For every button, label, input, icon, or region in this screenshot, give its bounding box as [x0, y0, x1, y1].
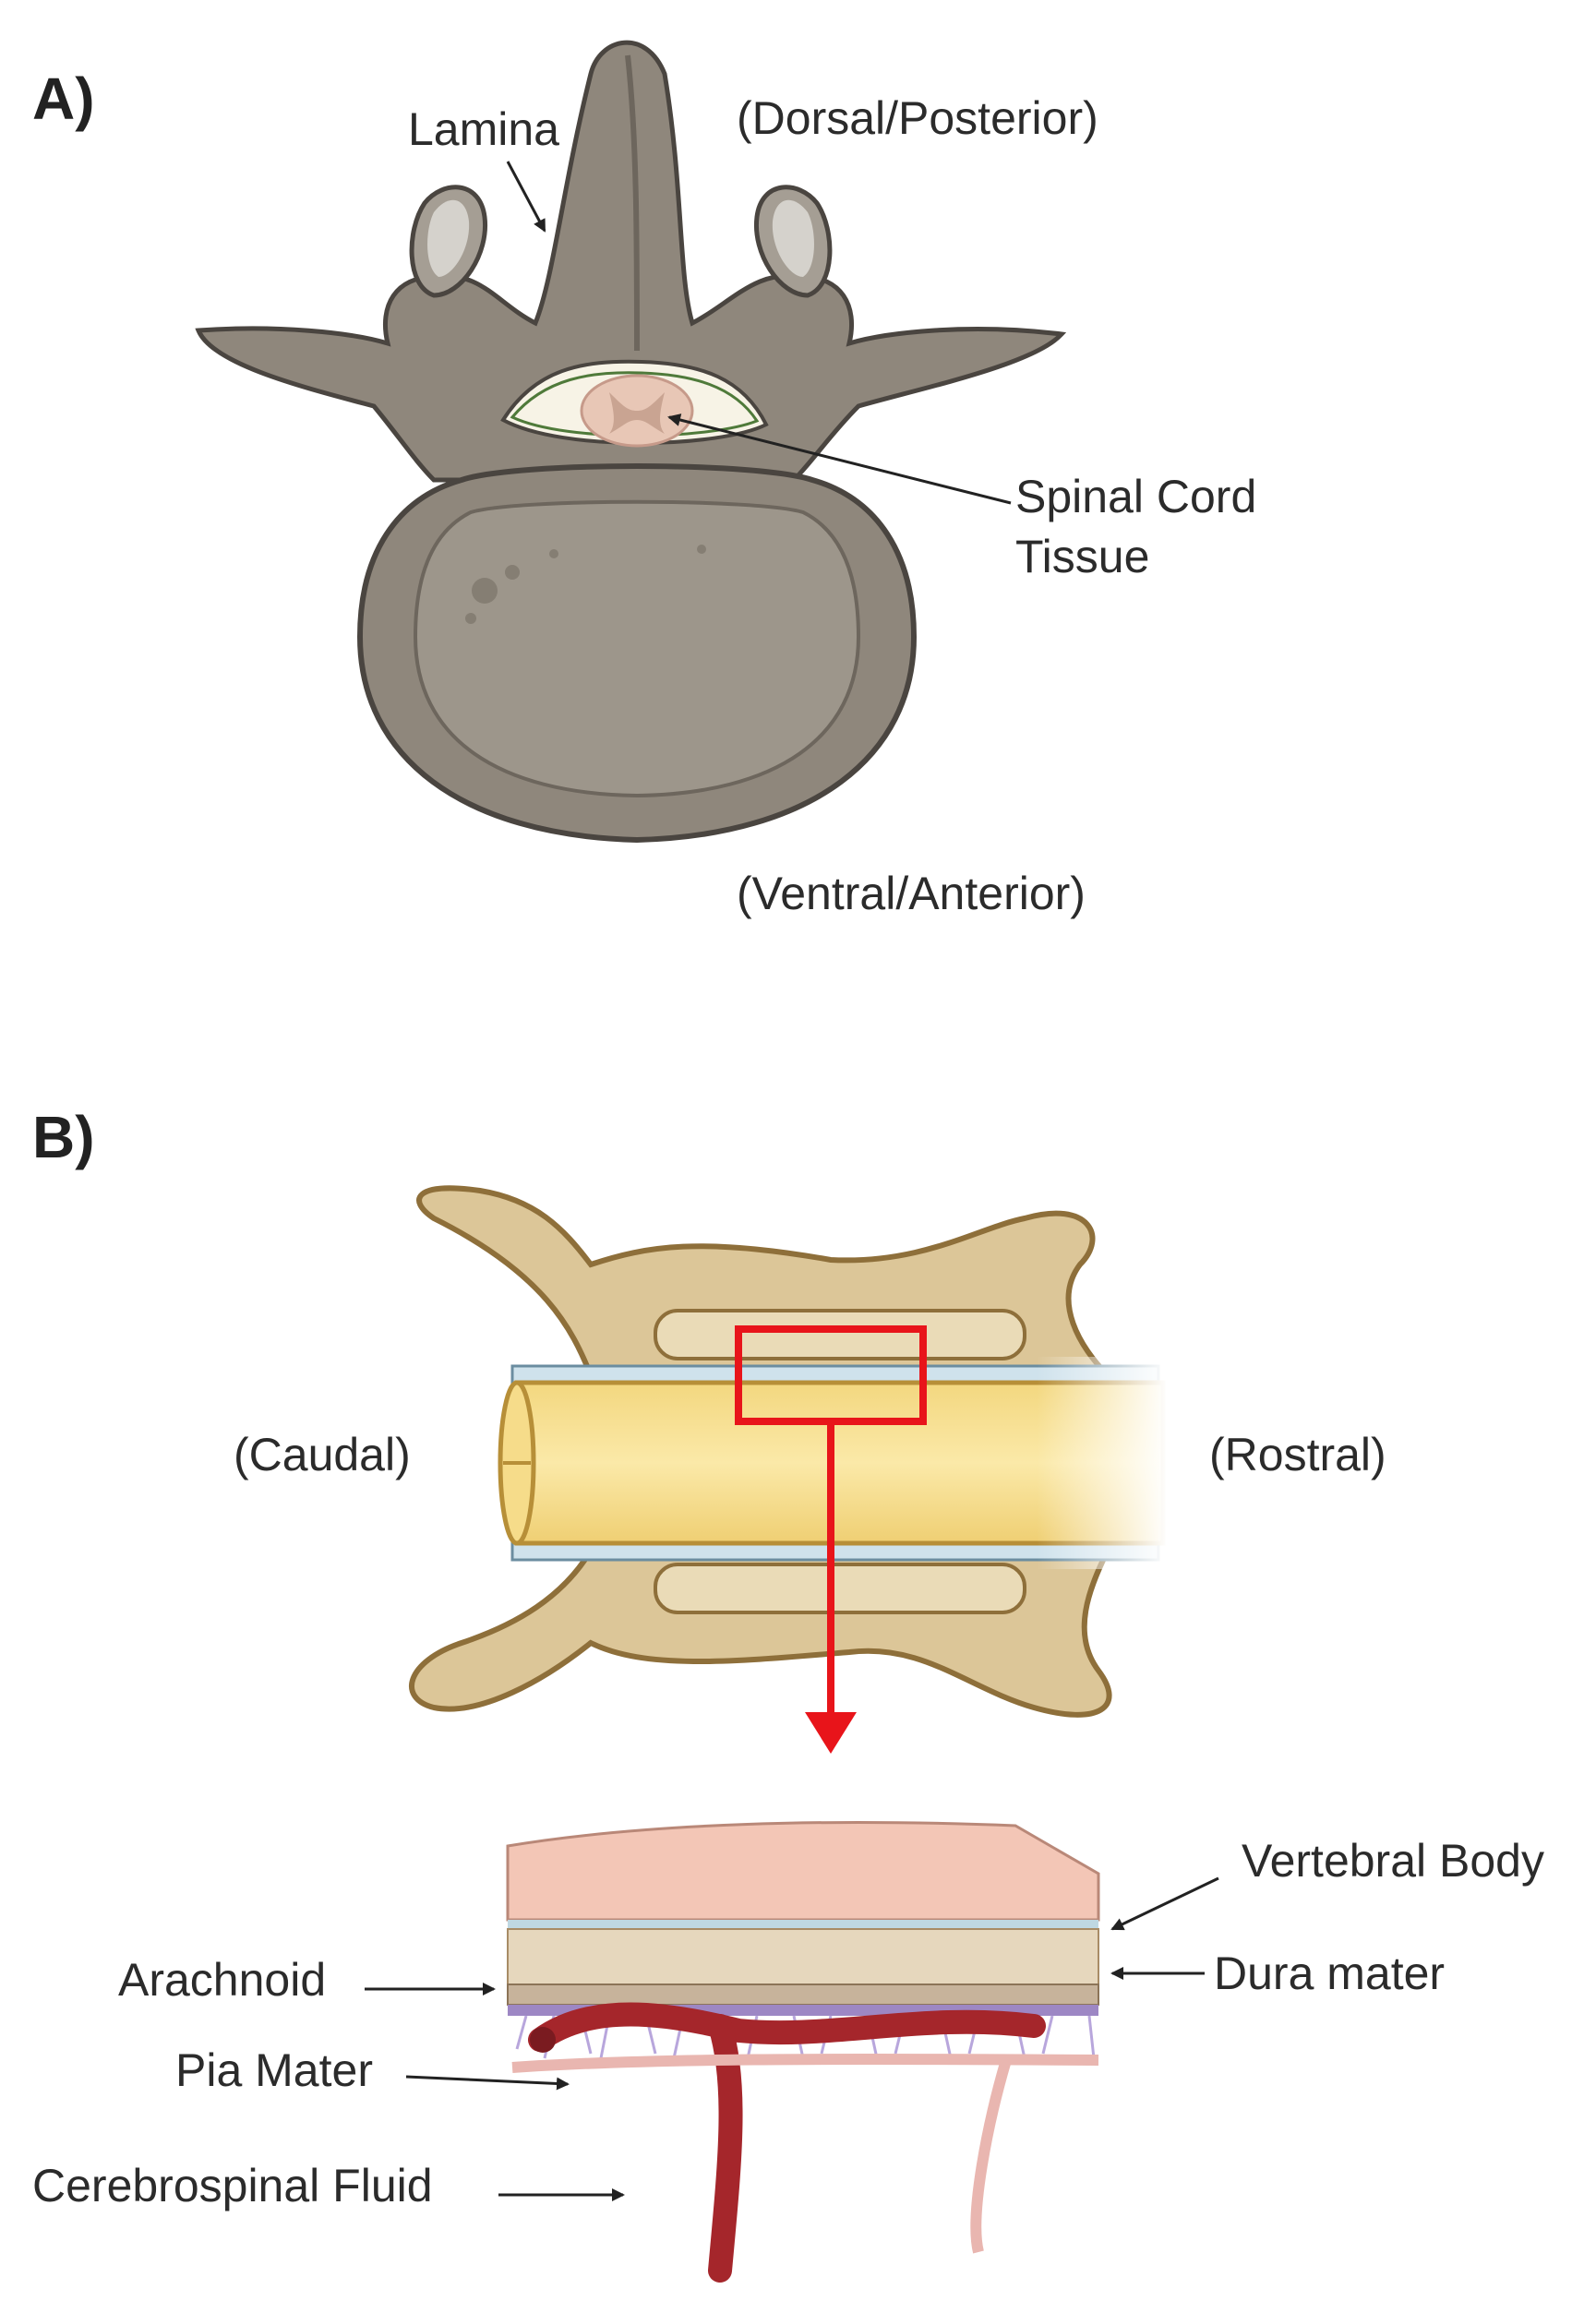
cord-fade: [512, 1357, 1168, 1569]
cancellous-bone-layer: [507, 1928, 1099, 1985]
pia-mater-line: [511, 2053, 1099, 2073]
lamina-arrow: [506, 161, 546, 233]
vertebral-body-layer: [506, 1820, 1100, 1922]
spinous-process-ridge: [625, 54, 640, 352]
rostral-label: (Rostral): [1209, 1429, 1386, 1480]
vertebral-body-endplate: [413, 499, 861, 798]
arachnoid-label: Arachnoid: [118, 1954, 327, 2006]
left-facet-surface: [427, 199, 470, 277]
spinal-cord-label-line2: Tissue: [1015, 531, 1150, 582]
surface-blood-vessel: [528, 2002, 1046, 2052]
bone-pore: [697, 545, 706, 554]
dorsal-label: (Dorsal/Posterior): [737, 92, 1098, 144]
bone-pore: [472, 578, 498, 604]
meninges-detail: [506, 1820, 1100, 2283]
lamina-label: Lamina: [408, 103, 559, 155]
penetrating-blood-vessel: [708, 2014, 743, 2283]
grey-matter: [609, 392, 665, 434]
csf-label: Cerebrospinal Fluid: [32, 2160, 433, 2211]
bone-pore: [465, 613, 476, 624]
magnify-arrow-head: [805, 1712, 857, 1754]
caudal-label: (Caudal): [234, 1429, 411, 1480]
spinal-cord-arrow: [667, 413, 1012, 505]
pia-mater-fold: [970, 2058, 1012, 2254]
ventral-label: (Ventral/Anterior): [737, 868, 1086, 919]
vertebral-body-label: Vertebral Body: [1242, 1835, 1544, 1887]
panel-a-tag: A): [32, 66, 95, 132]
dura-blue-line: [508, 1920, 1098, 1929]
panel-b-tag: B): [32, 1104, 95, 1170]
upper-bone-marrow: [654, 1309, 1026, 1360]
pia-mater-arrow: [405, 2075, 570, 2091]
vertebral-body-arrow: [1110, 1876, 1219, 1931]
dura-mater-label: Dura mater: [1214, 1947, 1446, 1999]
right-facet-surface: [772, 199, 814, 277]
spinal-cord-label-line1: Spinal Cord: [1015, 471, 1257, 522]
pia-mater-label: Pia Mater: [175, 2044, 373, 2096]
lower-bone-marrow: [654, 1563, 1026, 1614]
bone-pore: [549, 549, 558, 558]
bone-pore: [505, 565, 520, 580]
dura-mater-layer: [507, 1983, 1099, 2006]
vertebra-longitudinal: [409, 1185, 1168, 1718]
vertebra-axial: [195, 40, 1067, 844]
vessel-lumen: [530, 2027, 556, 2053]
